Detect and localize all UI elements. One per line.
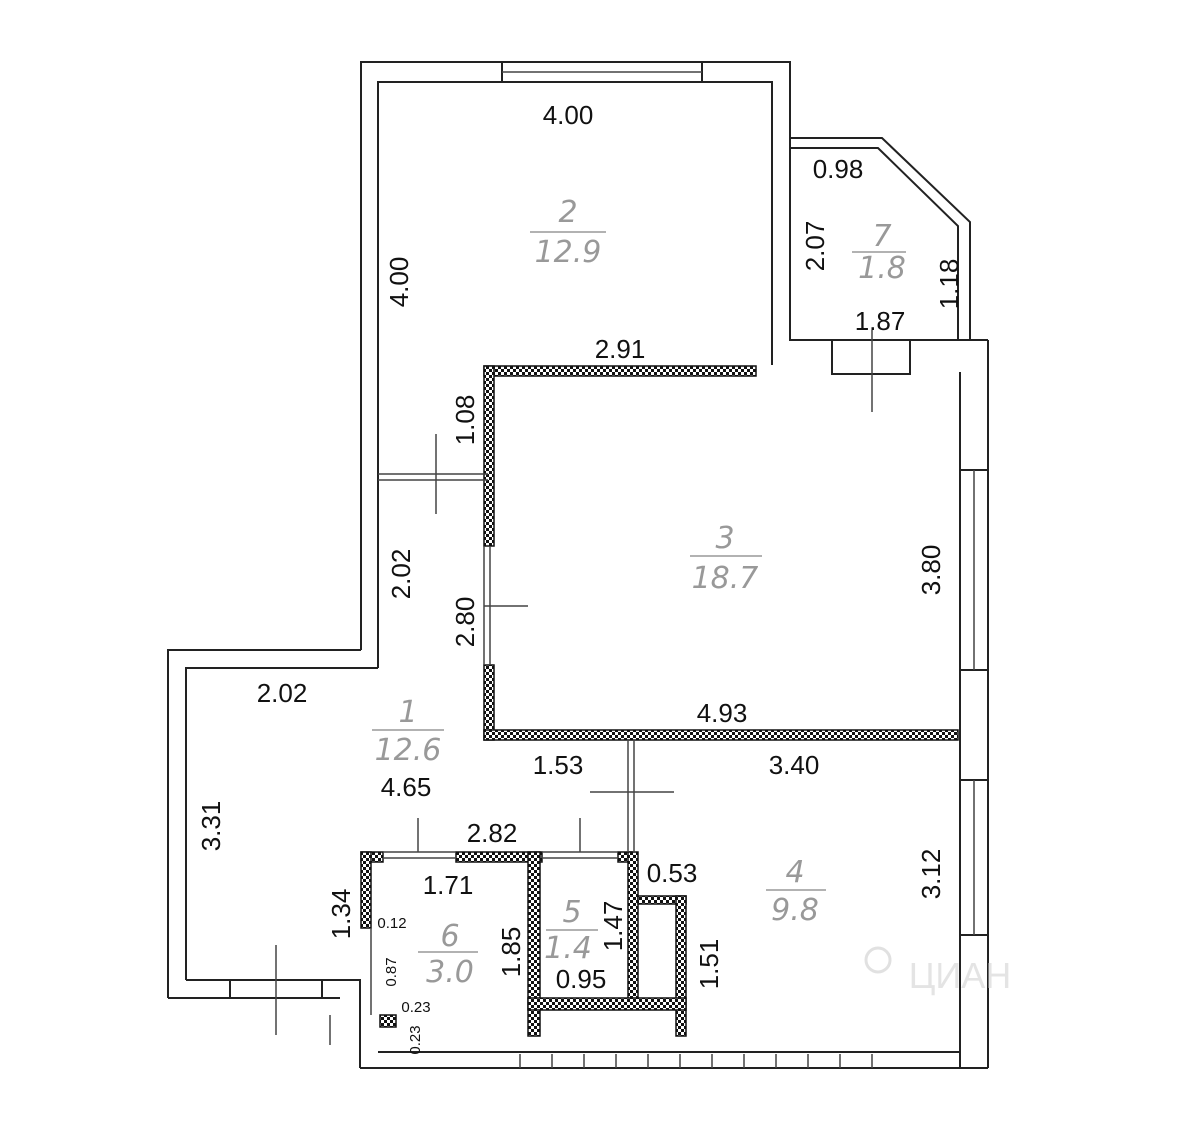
room-label-2: 2 12.9	[530, 195, 606, 270]
dim-room2-height: 4.00	[384, 257, 414, 308]
room-label-4: 4 9.8	[766, 855, 826, 928]
room-3-number: 3	[715, 521, 734, 556]
dim-r5-width: 0.95	[556, 964, 607, 994]
dim-wall-top-r3: 2.91	[595, 334, 646, 364]
room-5-area: 1.4	[544, 931, 592, 966]
dim-r3-left: 2.80	[450, 597, 480, 648]
dim-balcony-top: 0.98	[813, 154, 864, 184]
dimension-labels: 4.00 4.00 0.98 2.07 1.18 1.87 2.91 1.08 …	[196, 100, 964, 1055]
room-1-area: 12.6	[375, 733, 442, 768]
room-4-area: 9.8	[771, 893, 819, 928]
inner-walls	[360, 365, 959, 1037]
dim-r3-right: 3.80	[916, 545, 946, 596]
dim-balcony-right: 1.18	[934, 259, 964, 310]
dim-balcony-left: 2.07	[800, 221, 830, 272]
dim-hall-length: 4.65	[381, 772, 432, 802]
window-room4	[959, 779, 989, 936]
room-5-number: 5	[562, 895, 581, 930]
balcony	[790, 137, 971, 375]
room-4-number: 4	[785, 855, 804, 890]
room-2-number: 2	[558, 195, 577, 230]
watermark: ЦИАН	[864, 946, 1012, 996]
room-7-number: 7	[872, 219, 891, 254]
dim-r6-left: 1.34	[326, 889, 356, 940]
dim-r4-top: 3.40	[769, 750, 820, 780]
door-markers	[275, 330, 873, 1035]
dim-r6-height: 1.85	[496, 927, 526, 978]
window-room2	[501, 61, 703, 83]
room-label-5: 5 1.4	[544, 895, 598, 966]
room-label-6: 6 3.0	[418, 919, 478, 990]
dim-hall-top: 2.02	[257, 678, 308, 708]
dim-hall-span: 1.53	[533, 750, 584, 780]
dim-r6-width: 1.71	[423, 870, 474, 900]
room-6-area: 3.0	[426, 955, 474, 990]
dim-room2-width: 4.00	[543, 100, 594, 130]
room-3-area: 18.7	[692, 561, 759, 596]
dim-r4-shaft-side: 1.51	[694, 939, 724, 990]
dim-r3-bottom: 4.93	[697, 698, 748, 728]
dim-niche-c: 0.23	[401, 999, 430, 1016]
room-2-area: 12.9	[535, 235, 602, 270]
dim-r4-right: 3.12	[916, 849, 946, 900]
room-label-1: 1 12.6	[372, 695, 444, 768]
window-room3	[959, 469, 989, 671]
watermark-text: ЦИАН	[909, 955, 1012, 996]
dim-hall-upper: 1.08	[450, 395, 480, 446]
dim-r4-shaft-top: 0.53	[647, 858, 698, 888]
room-label-3: 3 18.7	[690, 521, 762, 596]
dim-hall-left: 2.02	[386, 549, 416, 600]
room-1-number: 1	[398, 695, 417, 730]
dim-hall-side: 3.31	[196, 801, 226, 852]
room-label-7: 7 1.8	[852, 219, 906, 286]
partitions	[370, 473, 635, 1015]
bottom-ticks	[519, 1054, 873, 1068]
dim-bath-top: 2.82	[467, 818, 518, 848]
room-7-area: 1.8	[858, 251, 906, 286]
dim-niche-a: 0.12	[377, 915, 406, 932]
dim-niche-b: 0.87	[383, 957, 400, 986]
dim-niche-d: 0.23	[407, 1025, 424, 1054]
room-6-number: 6	[440, 919, 459, 954]
dim-balcony-bottom: 1.87	[855, 306, 906, 336]
dim-r5-height: 1.47	[598, 901, 628, 952]
